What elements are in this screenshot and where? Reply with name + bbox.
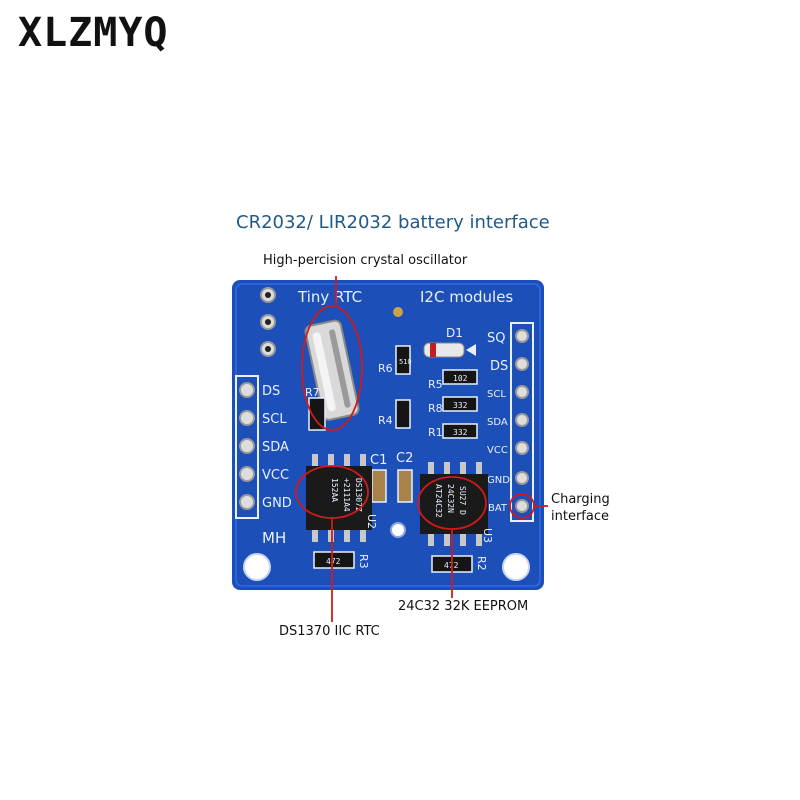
ref-u3: U3 [481,528,494,543]
charging-callout-line1: Charging [551,492,610,507]
ref-r4: R4 [378,414,393,427]
r5-mark: 102 [453,374,468,383]
label-i2c-modules: I2C modules [420,288,513,306]
ref-r1: R1 [428,426,443,439]
ref-r7: R7 [305,386,320,399]
u3-mark-2: 24C32N [446,484,455,513]
battery-interface-title: CR2032/ LIR2032 battery interface [236,212,550,233]
left-pin-sda: SDA [262,440,289,455]
right-header-outline [510,322,534,522]
eeprom-chip-highlight [417,476,487,530]
right-pin-sda: SDA [487,417,508,428]
left-pin-vcc: VCC [262,468,289,483]
crystal-callout: High-percision crystal oscillator [263,253,468,268]
mounting-hole [502,553,530,581]
ref-c2: C2 [396,451,413,466]
right-pin-gnd: GND [487,475,510,486]
ref-r2: R2 [475,556,488,571]
left-pin-ds: DS [262,384,280,399]
top-left-pads [260,287,276,357]
u3-mark-3: SU27 D [458,486,467,515]
label-mh: MH [262,529,286,547]
label-tiny-rtc: Tiny RTC [297,288,362,306]
highlight-annotations [295,276,548,622]
r8-mark: 332 [453,401,468,410]
ref-r6: R6 [378,362,393,375]
right-pin-scl: SCL [487,389,506,400]
r3-resistor [313,551,355,569]
right-pin-sq: SQ [487,331,505,346]
u2-mark-1: DS1307Z [354,478,363,512]
charging-callout-line2: interface [551,509,609,524]
c2-capacitor [397,469,413,503]
left-pin-scl: SCL [262,412,287,427]
u2-mark-2: +2111A4 [342,478,351,512]
left-header-pins [239,382,255,510]
d1-band [430,343,436,357]
right-pin-bat: BAT [488,503,508,514]
r4-resistor [395,399,411,429]
brand-logo: XLZMYQ [18,10,169,56]
ref-r5: R5 [428,378,443,391]
left-pin-gnd: GND [262,496,292,511]
r1-mark: 332 [453,428,468,437]
r3-mark: 472 [326,557,341,566]
ref-d1: D1 [446,326,463,340]
ref-c1: C1 [370,453,387,468]
left-header-outline [235,375,259,519]
right-pin-ds: DS [490,359,508,374]
d1-arrow [466,344,476,356]
r6-mark: 510 [399,358,412,366]
via [390,522,406,538]
ref-u2: U2 [365,514,378,529]
ref-r8: R8 [428,402,443,415]
ref-r3: R3 [357,554,370,569]
r6-resistor [395,345,411,375]
right-pin-vcc: VCC [487,445,508,456]
c1-capacitor [371,469,387,503]
u2-mark-3: 152AA [330,478,339,502]
r1-resistor [442,423,478,439]
rtc-callout: DS1370 IIC RTC [279,624,380,639]
r8-resistor [442,396,478,412]
crystal-oscillator [304,319,360,421]
via [393,307,403,317]
crystal-highlight [301,305,363,431]
r5-resistor [442,369,478,385]
u3-mark-1: AT24C32 [434,484,443,518]
r7-resistor [308,397,326,431]
eeprom-callout: 24C32 32K EEPROM [398,599,529,614]
right-header-pins [515,329,529,513]
mounting-hole [243,553,271,581]
